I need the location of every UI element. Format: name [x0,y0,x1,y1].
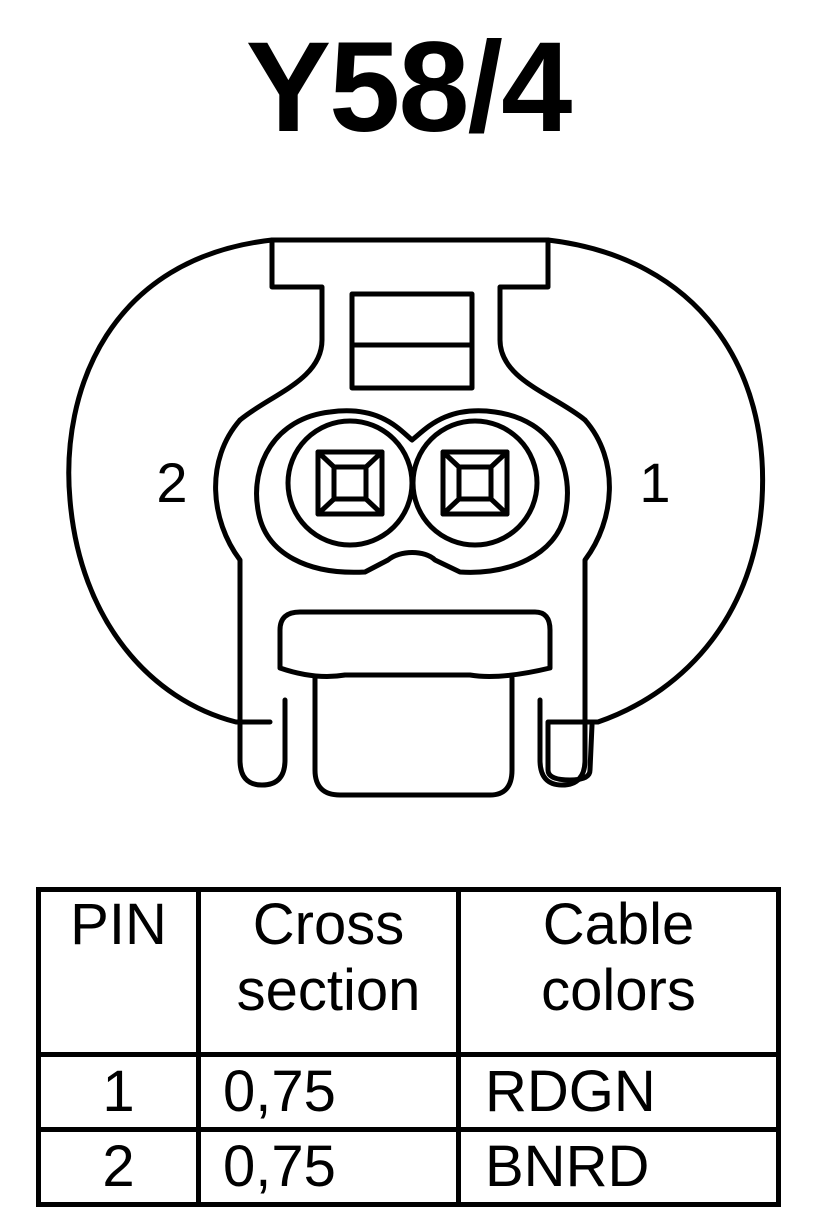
cross-section-value: 0,75 [196,1052,461,1132]
pin-number: 1 [36,1052,201,1132]
inner-body [213,417,612,788]
lower-key [277,609,553,679]
header-cable-colors: Cable colors [456,887,781,1057]
pin-cavity [254,408,570,575]
pin-label-2: 2 [156,451,187,514]
cable-color-value: BNRD [456,1127,781,1207]
header-pin: PIN [36,887,201,1057]
latch-window [349,291,475,391]
connector-diagram: 2 1 [66,237,766,798]
table-row: 1 0,75 RDGN [36,1052,781,1132]
header-cross-section: Cross section [196,887,461,1057]
pin-label-1: 1 [639,451,670,514]
connector-title: Y58/4 [245,16,573,159]
top-latch [237,237,588,423]
table-header-row: PIN Cross section Cable colors [36,887,781,1057]
pin-number: 2 [36,1127,201,1207]
cable-color-value: RDGN [456,1052,781,1132]
cross-section-value: 0,75 [196,1127,461,1207]
pin-table: PIN Cross section Cable colors 1 0,75 RD… [36,887,781,1207]
connector-housing [66,237,766,783]
table-row: 2 0,75 BNRD [36,1127,781,1207]
